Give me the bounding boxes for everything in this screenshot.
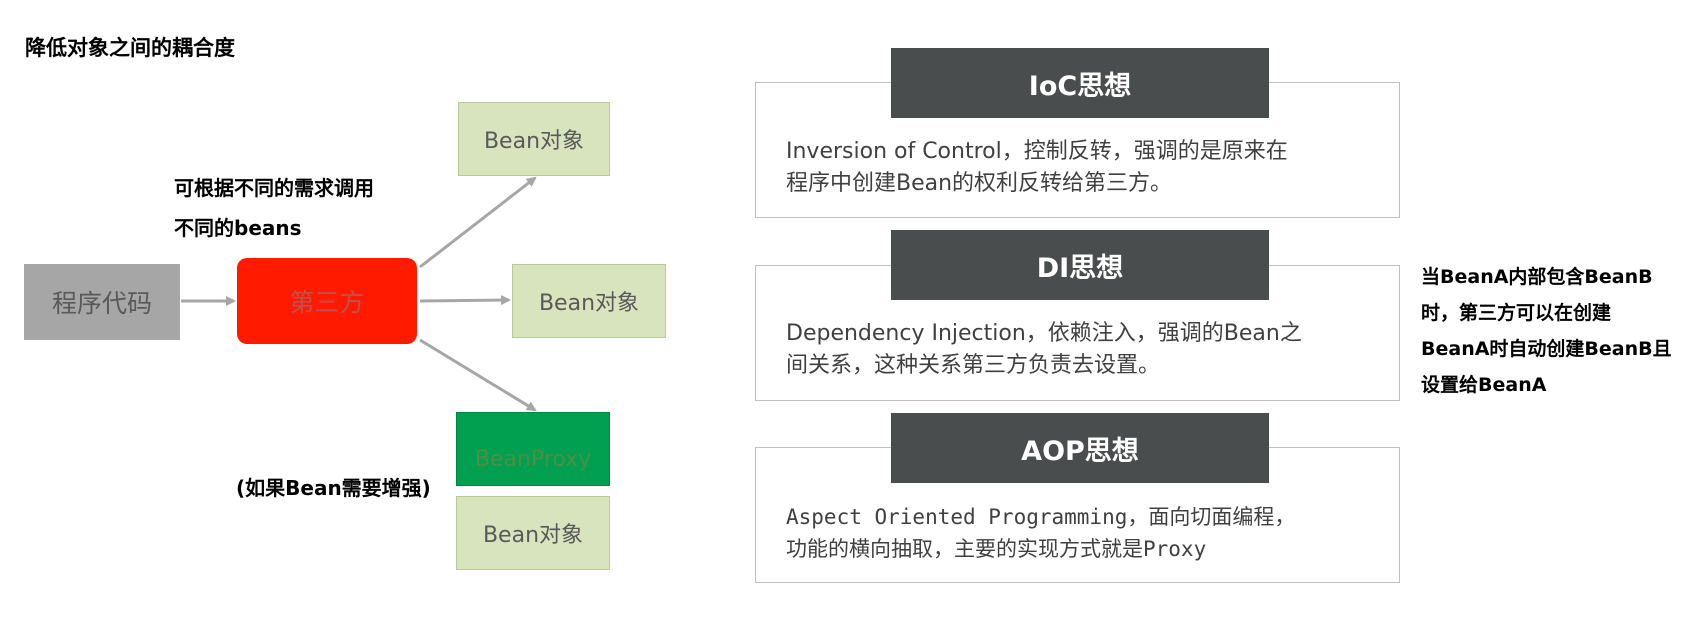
card-line: Aspect Oriented Programming，面向切面编程，	[786, 505, 1296, 529]
note-line: 当BeanA内部包含BeanB	[1421, 266, 1653, 288]
aop-card-text: Aspect Oriented Programming，面向切面编程， 功能的横…	[786, 501, 1386, 565]
bean-object-box: Bean对象	[456, 496, 610, 570]
note-line: BeanA时自动创建BeanB且	[1421, 338, 1672, 360]
arrow-third-to-bean1	[419, 176, 537, 269]
card-line: 间关系，这种关系第三方负责去设置。	[786, 353, 1161, 378]
ioc-card-text: Inversion of Control，控制反转，强调的是原来在 程序中创建B…	[786, 136, 1376, 200]
card-line: Inversion of Control，控制反转，强调的是原来在	[786, 139, 1288, 164]
bean-proxy-box: BeanProxy	[456, 412, 610, 486]
bean-proxy-label: BeanProxy	[474, 447, 592, 472]
note-line: 时，第三方可以在创建	[1421, 302, 1612, 324]
page-title: 降低对象之间的耦合度	[25, 36, 235, 60]
bean-object-box: Bean对象	[512, 264, 666, 338]
note-line: 设置给BeanA	[1421, 374, 1547, 396]
note-di-explanation: 当BeanA内部包含BeanB 时，第三方可以在创建 BeanA时自动创建Bea…	[1421, 259, 1706, 403]
arrow-third-to-proxy	[419, 338, 537, 412]
bean-object-box: Bean对象	[458, 102, 610, 176]
note-line: 不同的beans	[174, 216, 302, 240]
third-party-box: 第三方	[237, 258, 417, 344]
di-card-title: DI思想	[891, 230, 1269, 300]
card-line: 功能的横向抽取，主要的实现方式就是Proxy	[786, 537, 1207, 561]
note-select-beans: 可根据不同的需求调用 不同的beans	[174, 168, 454, 248]
note-line: 可根据不同的需求调用	[174, 176, 374, 200]
card-line: 程序中创建Bean的权利反转给第三方。	[786, 171, 1173, 196]
arrow-third-to-bean2	[419, 295, 511, 306]
note-enhance: (如果Bean需要增强)	[236, 476, 431, 500]
ioc-card-title: IoC思想	[891, 48, 1269, 118]
aop-card-title: AOP思想	[891, 413, 1269, 483]
card-line: Dependency Injection，依赖注入，强调的Bean之	[786, 321, 1302, 346]
program-code-box: 程序代码	[24, 264, 180, 340]
di-card-text: Dependency Injection，依赖注入，强调的Bean之 间关系，这…	[786, 318, 1386, 382]
